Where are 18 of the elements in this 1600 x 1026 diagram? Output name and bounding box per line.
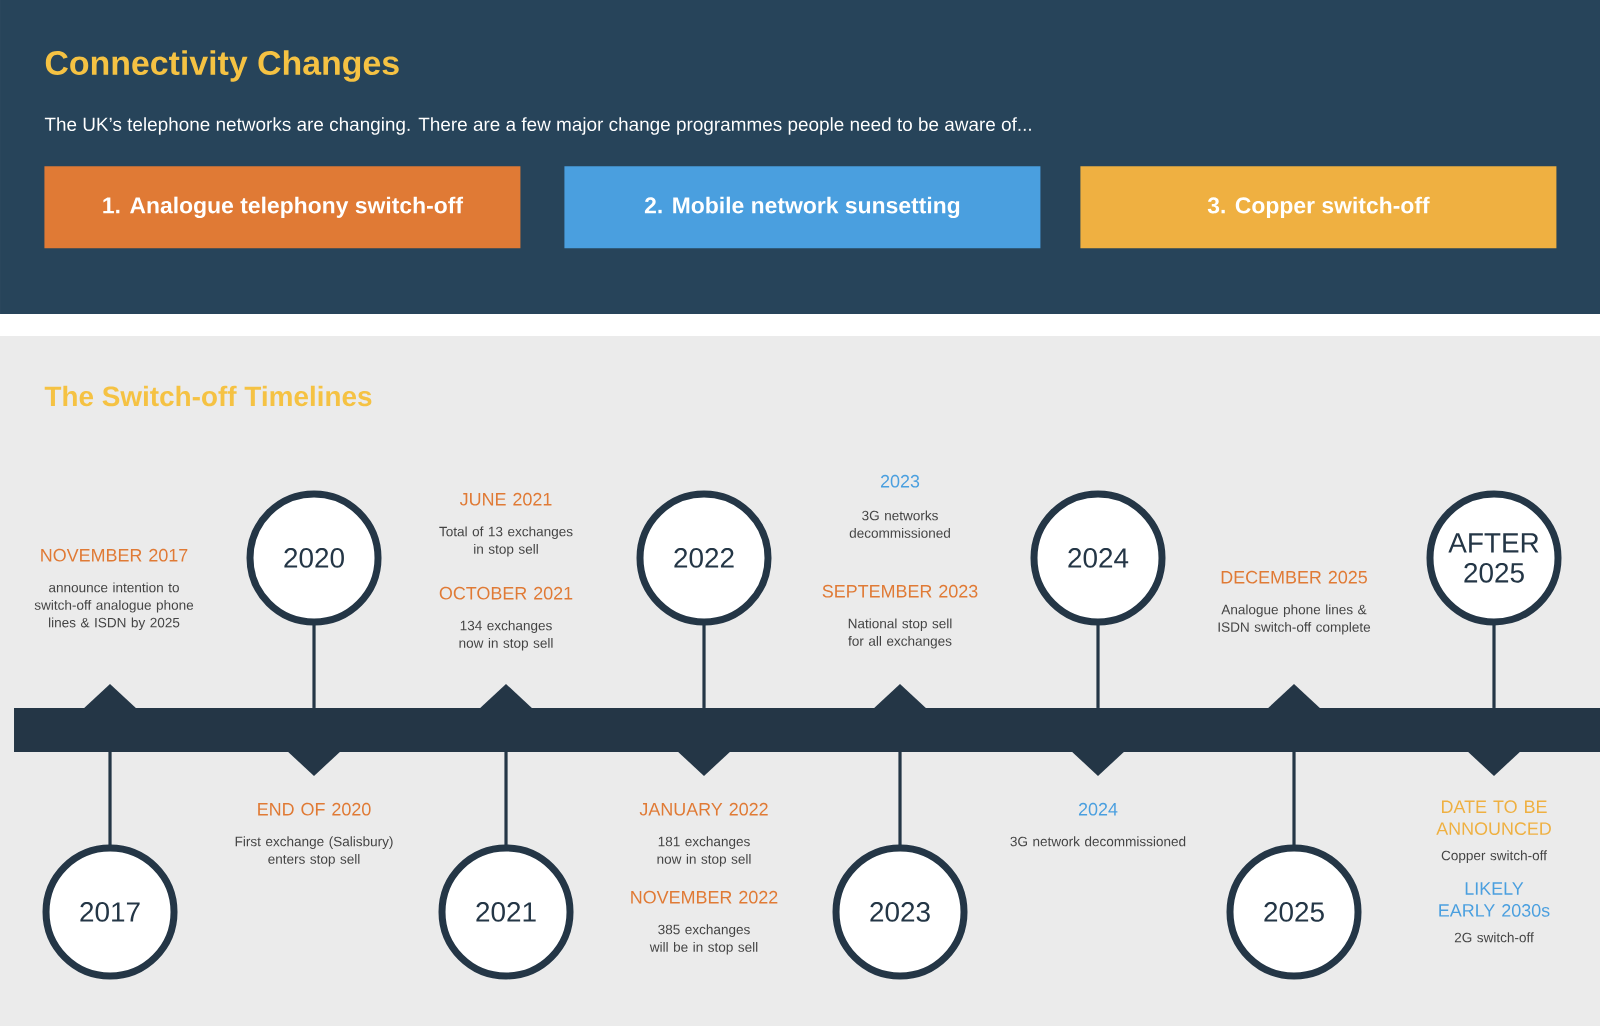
event-date: DECEMBER 2025 <box>1221 570 1367 584</box>
event-date: END OF 2020 <box>258 802 371 816</box>
event-date: NOVEMBER 2017 <box>41 548 188 562</box>
event-date: OCTOBER 2021 <box>439 586 573 600</box>
event-date: DATE TO BE ANNOUNCED <box>1436 800 1551 835</box>
section-heading: The Switch-off Timelines <box>44 385 372 407</box>
intro-text: The UK’s telephone networks are changing. There are a few major change programmes people need to be aware of... <box>44 117 1031 135</box>
programme-box: 1. Analogue telephony switch-off <box>44 166 521 249</box>
event-date: 2023 <box>880 474 920 488</box>
programme-box: 2. Mobile network sunsetting <box>564 166 1041 249</box>
event-date: NOVEMBER 2022 <box>631 890 778 904</box>
event-date: JUNE 2021 <box>459 492 552 506</box>
programme-box: 3. Copper switch-off <box>1080 166 1557 249</box>
event-date: JANUARY 2022 <box>639 802 768 816</box>
title: Connectivity Changes <box>45 50 399 82</box>
event-date: SEPTEMBER 2023 <box>822 584 978 598</box>
event-date: 2024 <box>1078 802 1118 816</box>
event-date: LIKELY EARLY 2030s <box>1439 882 1550 917</box>
